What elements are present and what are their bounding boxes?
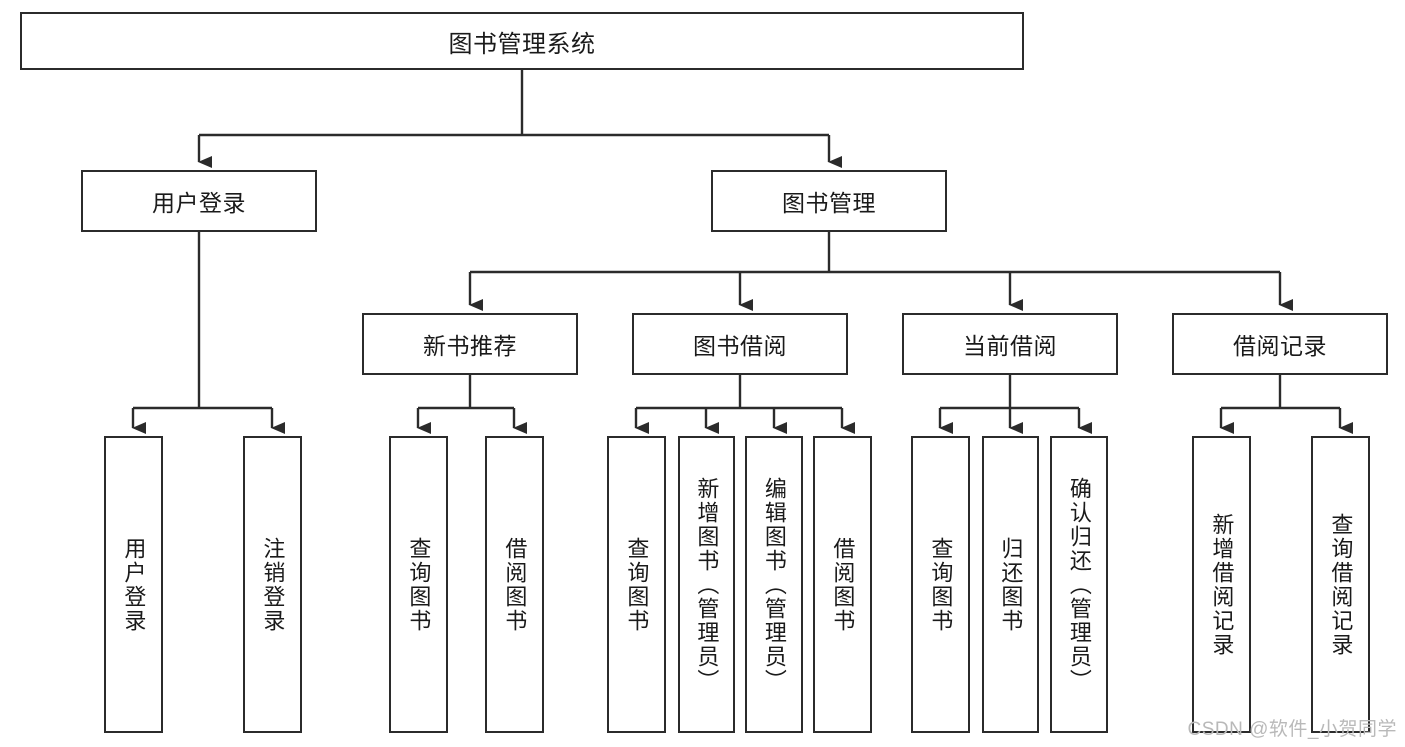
leaf-borrow-edit-book-label: 编辑图书（管理员）: [761, 476, 787, 693]
node-book-borrow[interactable]: 图书借阅: [632, 313, 848, 375]
leaf-current-query-book-label: 查询图书: [928, 536, 954, 633]
leaf-record-query[interactable]: 查询借阅记录: [1311, 436, 1370, 733]
leaf-user-login-login-label: 用户登录: [121, 536, 147, 633]
leaf-current-return-book[interactable]: 归还图书: [982, 436, 1039, 733]
leaf-borrow-borrow-book[interactable]: 借阅图书: [813, 436, 872, 733]
leaf-borrow-borrow-book-label: 借阅图书: [830, 536, 856, 633]
leaf-new-book-borrow-label: 借阅图书: [502, 536, 528, 633]
leaf-record-add-label: 新增借阅记录: [1209, 512, 1235, 657]
leaf-user-login-logout[interactable]: 注销登录: [243, 436, 302, 733]
leaf-current-query-book[interactable]: 查询图书: [911, 436, 970, 733]
leaf-new-book-borrow[interactable]: 借阅图书: [485, 436, 544, 733]
node-new-book-recommend-label: 新书推荐: [423, 333, 517, 359]
leaf-user-login-login[interactable]: 用户登录: [104, 436, 163, 733]
node-current-borrow[interactable]: 当前借阅: [902, 313, 1118, 375]
node-new-book-recommend[interactable]: 新书推荐: [362, 313, 578, 375]
node-user-login-label: 用户登录: [152, 190, 246, 216]
node-borrow-record[interactable]: 借阅记录: [1172, 313, 1388, 375]
node-user-login[interactable]: 用户登录: [81, 170, 317, 232]
node-borrow-record-label: 借阅记录: [1233, 333, 1327, 359]
node-root-system[interactable]: 图书管理系统: [20, 12, 1024, 70]
leaf-borrow-query-book-label: 查询图书: [624, 536, 650, 633]
leaf-record-query-label: 查询借阅记录: [1328, 512, 1354, 657]
csdn-watermark: CSDN @软件_小贺同学: [1187, 719, 1397, 740]
leaf-current-confirm-return[interactable]: 确认归还（管理员）: [1050, 436, 1108, 733]
leaf-new-book-query[interactable]: 查询图书: [389, 436, 448, 733]
leaf-borrow-query-book[interactable]: 查询图书: [607, 436, 666, 733]
leaf-borrow-edit-book[interactable]: 编辑图书（管理员）: [745, 436, 803, 733]
node-book-management[interactable]: 图书管理: [711, 170, 947, 232]
node-current-borrow-label: 当前借阅: [963, 333, 1057, 359]
node-book-borrow-label: 图书借阅: [693, 333, 787, 359]
node-book-management-label: 图书管理: [782, 190, 876, 216]
leaf-current-confirm-return-label: 确认归还（管理员）: [1066, 476, 1092, 693]
leaf-user-login-logout-label: 注销登录: [260, 536, 286, 633]
leaf-borrow-add-book[interactable]: 新增图书（管理员）: [678, 436, 735, 733]
leaf-record-add[interactable]: 新增借阅记录: [1192, 436, 1251, 733]
node-root-system-label: 图书管理系统: [448, 30, 596, 58]
leaf-current-return-book-label: 归还图书: [998, 536, 1024, 633]
leaf-new-book-query-label: 查询图书: [406, 536, 432, 633]
leaf-borrow-add-book-label: 新增图书（管理员）: [694, 476, 720, 693]
